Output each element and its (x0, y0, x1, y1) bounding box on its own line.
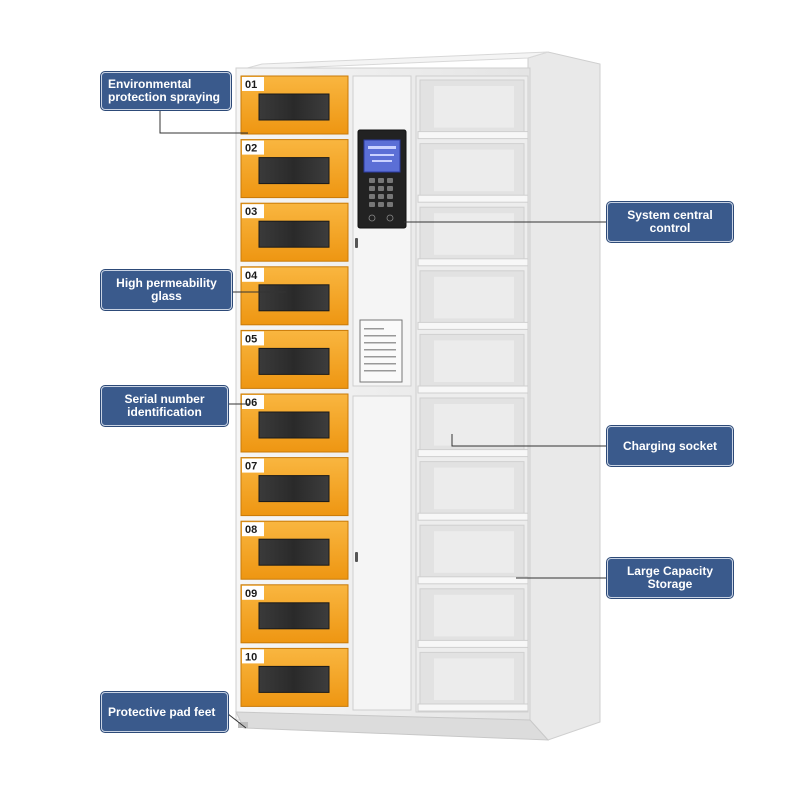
callout-protective-pad-feet: Protective pad feet (101, 692, 228, 732)
shelf-board (417, 385, 529, 394)
locker-glass-window (258, 284, 330, 312)
screen-line (368, 146, 396, 149)
shelf-board (417, 194, 529, 203)
keypad-key[interactable] (387, 178, 393, 183)
shelf-board (417, 449, 529, 458)
leader-lines (159, 104, 607, 729)
locker-glass-window (258, 157, 330, 185)
cabinet-side-panel (527, 51, 601, 741)
door-lock[interactable] (355, 238, 358, 248)
instruction-line (364, 342, 396, 344)
callout-environmental-protection-spraying: Environmental protection spraying (101, 72, 231, 110)
keypad-key[interactable] (387, 186, 393, 191)
instruction-line (364, 328, 384, 330)
locker-number-plate (242, 267, 264, 282)
pad-foot (238, 722, 248, 728)
shelf-board (417, 131, 529, 140)
shelf-board (417, 703, 529, 712)
keypad-key[interactable] (378, 194, 384, 199)
open-shelves (415, 75, 529, 713)
locker-number: 01 (245, 79, 257, 91)
locker-number: 05 (245, 333, 257, 345)
shelf-back-wall (434, 149, 514, 192)
locker-number: 10 (245, 651, 257, 663)
instruction-line (364, 370, 396, 372)
shelf-back-wall (434, 404, 514, 446)
locker-glass-window (258, 538, 330, 566)
shelf-board (417, 639, 529, 648)
middle-column (352, 75, 412, 711)
locker-number-plate (242, 395, 264, 409)
shelf-back-wall (434, 531, 514, 573)
locker-doors-column: 01 02 03 04 05 06 07 08 09 10 (240, 75, 349, 707)
keypad-key[interactable] (387, 194, 393, 199)
callout-charging-socket: Charging socket (607, 426, 733, 466)
shelf-back-wall (434, 594, 514, 637)
instruction-sheet (359, 319, 403, 383)
callout-serial-number-identification: Serial number identification (101, 386, 228, 426)
keypad-key[interactable] (378, 202, 384, 207)
screen-line (372, 160, 392, 162)
instruction-line (364, 363, 396, 365)
shelf-back-wall (434, 467, 514, 510)
callout-system-central-control: System central control (607, 202, 733, 242)
locker-number-plate (242, 331, 264, 346)
locker-glass-window (258, 665, 330, 693)
instruction-line (364, 349, 396, 351)
instruction-line (364, 356, 396, 358)
lower-white-door (352, 395, 412, 711)
callout-large-capacity-storage: Large Capacity Storage (607, 558, 733, 598)
keypad[interactable] (369, 178, 393, 207)
cabinet-top (239, 51, 549, 71)
locker-number: 06 (245, 397, 257, 409)
keypad-key[interactable] (387, 202, 393, 207)
locker-number: 02 (245, 143, 257, 155)
locker-number: 09 (245, 588, 257, 600)
shelf-board (417, 258, 529, 267)
instruction-line (364, 335, 396, 337)
locker-number-plate (242, 204, 264, 219)
keypad-key[interactable] (378, 178, 384, 183)
keypad-key[interactable] (378, 186, 384, 191)
locker-number-plate (242, 77, 264, 91)
shelf-board (417, 576, 529, 585)
locker-glass-window (258, 602, 330, 630)
shelf-back-wall (434, 658, 514, 700)
locker-number-plate (242, 649, 264, 664)
shelf-board (417, 512, 529, 521)
shelf-back-wall (434, 340, 514, 382)
locker-number: 04 (245, 270, 258, 282)
locker-number-plate (242, 522, 264, 537)
shelf-back-wall (434, 213, 514, 255)
card-reader-icon (368, 214, 376, 222)
callout-high-permeability-glass: High permeability glass (101, 270, 232, 310)
locker-number: 03 (245, 206, 257, 218)
locker-number-plate (242, 140, 264, 155)
locker-glass-window (258, 347, 330, 375)
shelf-back-wall (434, 276, 514, 319)
instruction-lines (364, 328, 396, 372)
door-lock[interactable] (355, 552, 358, 562)
keypad-key[interactable] (369, 194, 375, 199)
keypad-key[interactable] (369, 186, 375, 191)
leader-env (159, 104, 248, 134)
screen-line (370, 154, 394, 156)
scanner-icon (386, 214, 394, 222)
keypad-key[interactable] (369, 202, 375, 207)
locker-glass-window (258, 220, 330, 248)
locker-number-plate (242, 585, 264, 600)
shelf-board (417, 321, 529, 330)
shelf-back-wall (434, 86, 514, 128)
leader-socket (451, 434, 607, 447)
locker-number-plate (242, 458, 264, 473)
leader-feet (227, 713, 247, 729)
locker-glass-window (258, 475, 330, 503)
locker-glass-window (258, 93, 330, 121)
locker-number: 07 (245, 461, 257, 473)
locker-number: 08 (245, 524, 257, 536)
keypad-key[interactable] (369, 178, 375, 183)
locker-glass-window (258, 411, 330, 439)
